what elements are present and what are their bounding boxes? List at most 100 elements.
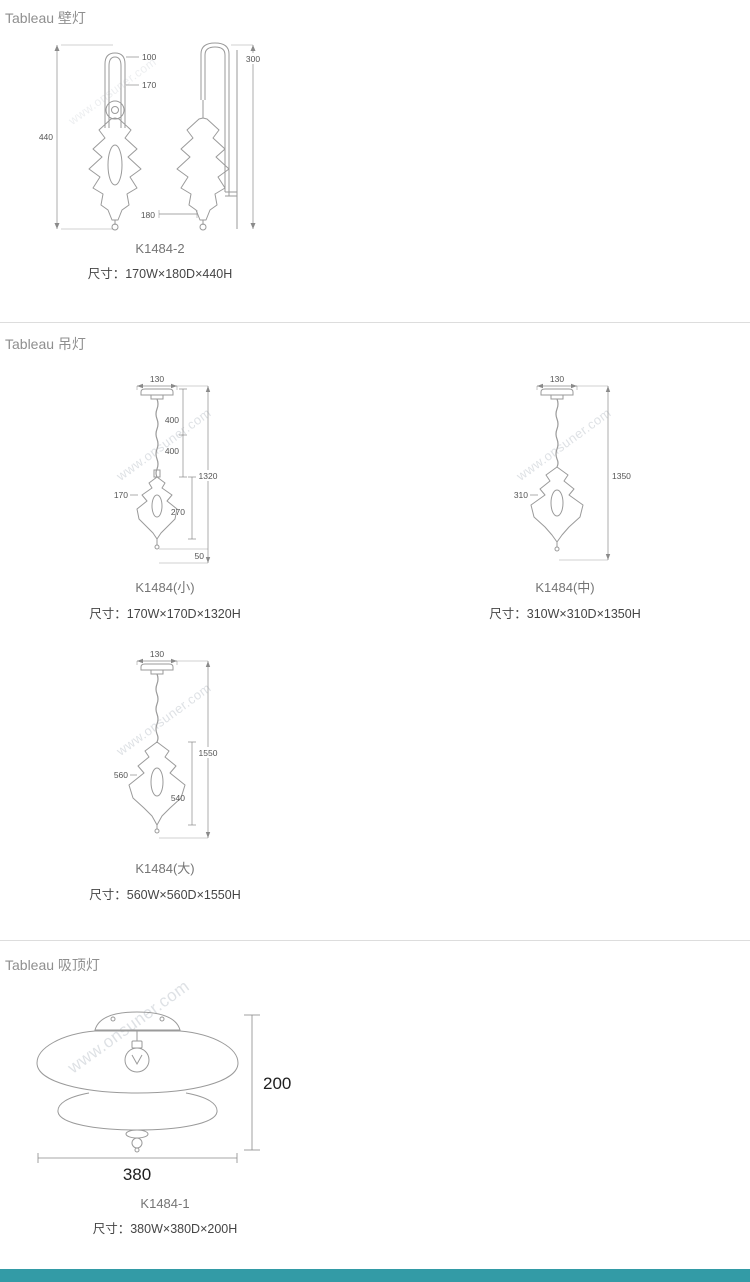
wall-caption: K1484-2 尺寸：170W×180D×440H [55,241,265,282]
dim-440: 440 [39,132,53,142]
arrowhead [205,557,211,563]
pendant-large-lamp [128,663,186,834]
dim-180: 180 [141,210,155,220]
pendant-medium-drawing: 130 310 1350 [514,374,631,561]
ceiling-caption: K1484-1 尺寸：380W×380D×200H [55,1196,275,1237]
arrowhead [205,832,211,838]
finial-tip [134,1147,140,1153]
joint-knob-center [111,106,119,114]
plate-screw-right [159,1016,165,1022]
dim-width-560: 560 [114,770,128,780]
ceiling-model: K1484-1 [140,1196,190,1211]
ceiling-section-title: Tableau 吸顶灯 [5,957,100,973]
cable [555,398,559,468]
pendant-small-model: K1484(小) [135,580,195,595]
lower-glass [57,1092,218,1131]
lamp-body [128,741,186,826]
bulb [150,767,164,797]
lamp-body-side [176,117,230,221]
bulb [151,494,163,518]
dim-1320: 1320 [199,471,218,481]
arrowhead [137,383,143,389]
ceiling-lamp-dimensions: 200 380 [37,1014,291,1184]
arrowhead [171,658,177,664]
arrowhead [54,223,60,229]
upper-glass [36,1030,239,1094]
wall-lamp-drawing: 440 100 170 180 300 [39,42,264,231]
wall-lamp-side-view [176,42,238,231]
section-divider [0,322,750,323]
joint-knob [105,100,125,120]
arrowhead [250,45,256,51]
canopy [540,388,574,396]
wall-model: K1484-2 [135,241,185,256]
pendant-medium-caption: K1484(中) 尺寸：310W×310D×1350H [460,577,670,622]
canopy [140,663,174,671]
arm-outer [200,42,230,196]
arm-inner [204,46,226,192]
plate-screw-left [110,1016,116,1022]
dim-130: 130 [550,374,564,384]
pendant-small-lamp [136,388,178,550]
dim-text-mask [193,470,223,481]
lamp-body-front [88,117,142,221]
bulb-filament [131,1054,143,1066]
arrowhead [205,386,211,392]
dim-text-mask [193,747,223,758]
dim-width-170: 170 [114,490,128,500]
arrowhead [205,661,211,667]
section-divider [0,940,750,941]
dim-170: 170 [142,80,156,90]
pendant-small-size: 尺寸：170W×170D×1320H [89,607,241,621]
bulb-base [131,1040,143,1049]
pendant-medium-lamp [530,388,584,552]
arrowhead [537,383,543,389]
canopy-step [150,394,164,400]
pendant-large-drawing: 130 560 540 1550 [114,649,223,839]
pendant-small-drawing: 130 400 400 1320 50 170 270 [114,374,223,564]
dim-width-310: 310 [514,490,528,500]
bulb-front [107,144,123,186]
wall-lamp-front-view [88,52,142,231]
pendant-medium-dimensions: 130 310 1350 [514,374,631,561]
arrowhead [571,383,577,389]
dim-1550: 1550 [199,748,218,758]
arrowhead [54,45,60,51]
pendant-large-model: K1484(大) [135,861,195,876]
ceiling-size: 尺寸：380W×380D×200H [92,1222,238,1236]
canopy-step [550,394,564,400]
dim-130: 130 [150,649,164,659]
wall-lamp-dimensions: 440 100 170 180 300 [39,44,264,230]
wall-section-title: Tableau 壁灯 [5,10,86,26]
lamp-body [530,466,584,543]
arrowhead [171,383,177,389]
dim-300: 300 [246,54,260,64]
dim-270: 270 [171,507,185,517]
finial-ball [131,1137,143,1149]
bulb [124,1047,150,1073]
canopy [140,388,174,396]
arrowhead [137,658,143,664]
dim-100: 100 [142,52,156,62]
dim-200: 200 [263,1074,291,1093]
footer-bar [0,1269,750,1282]
canopy-step [150,669,164,675]
cable [155,398,159,478]
bottom-finial [154,828,160,834]
dim-text-mask [242,53,264,64]
pendant-large-dimensions: 130 560 540 1550 [114,649,223,839]
cable [155,673,159,743]
bottom-finial [111,223,119,231]
finial-disc [125,1129,149,1139]
dim-50: 50 [195,551,205,561]
arrowhead [605,386,611,392]
dim-540: 540 [171,793,185,803]
dim-1350: 1350 [612,471,631,481]
ceiling-lamp-drawing: 200 380 [36,1011,291,1184]
pendant-medium-size: 尺寸：310W×310D×1350H [489,607,641,621]
arrowhead [250,223,256,229]
pendant-large-size: 尺寸：560W×560D×1550H [89,888,241,902]
dim-400-a: 400 [165,415,179,425]
pendant-medium-model: K1484(中) [535,580,595,595]
